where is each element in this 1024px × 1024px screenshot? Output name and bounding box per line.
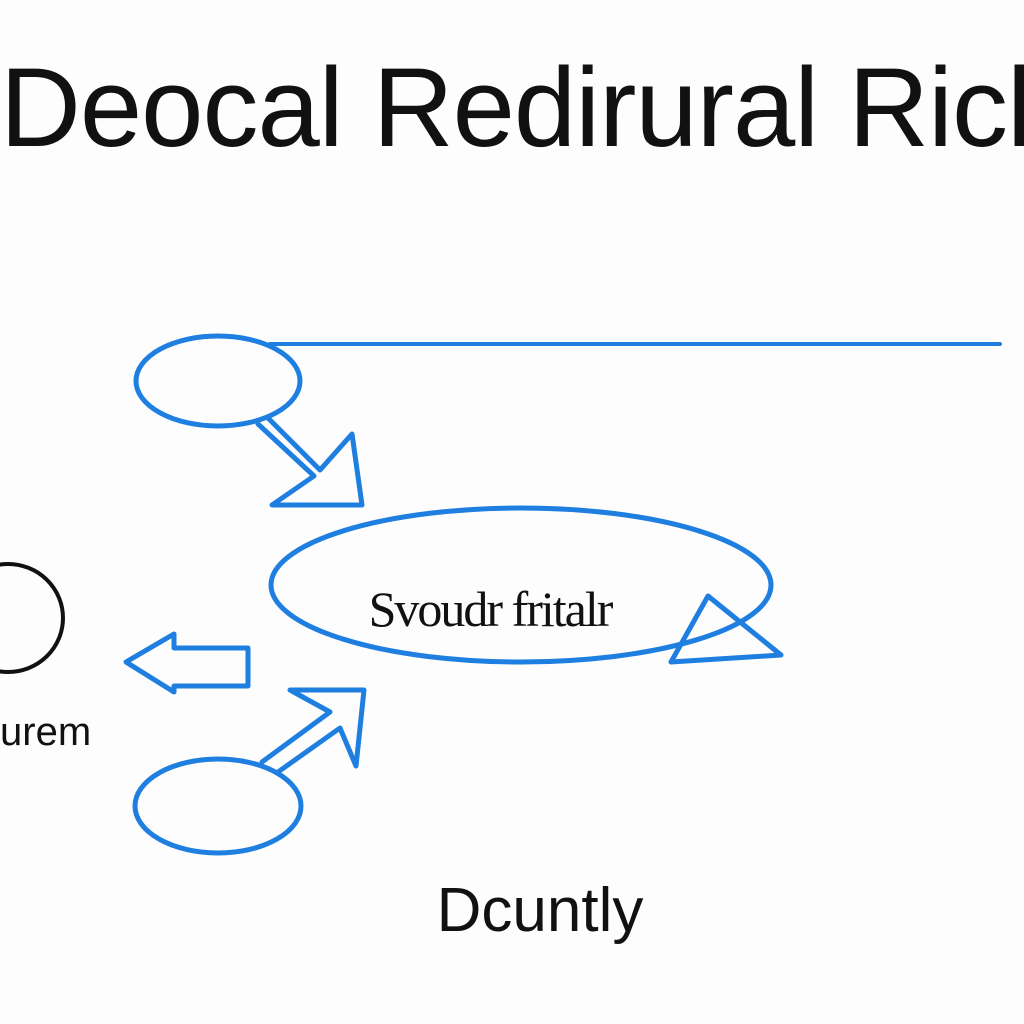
top-left-node: [133, 333, 303, 429]
bottom-arrow: [259, 687, 367, 775]
bottom-label: Dcuntly: [436, 876, 644, 945]
left-node-label: urem: [0, 710, 92, 754]
bottom-left-node: [132, 756, 304, 856]
left-black-node: [0, 562, 65, 674]
top-arrow: [255, 415, 365, 508]
center-node: [268, 505, 774, 665]
left-arrow: [123, 631, 251, 695]
center-node-label: Svoudr fritalr: [368, 581, 614, 637]
right-triangle-arrow: [668, 593, 784, 665]
diagram-title: Deocal Redirural Rick: [0, 45, 1024, 170]
